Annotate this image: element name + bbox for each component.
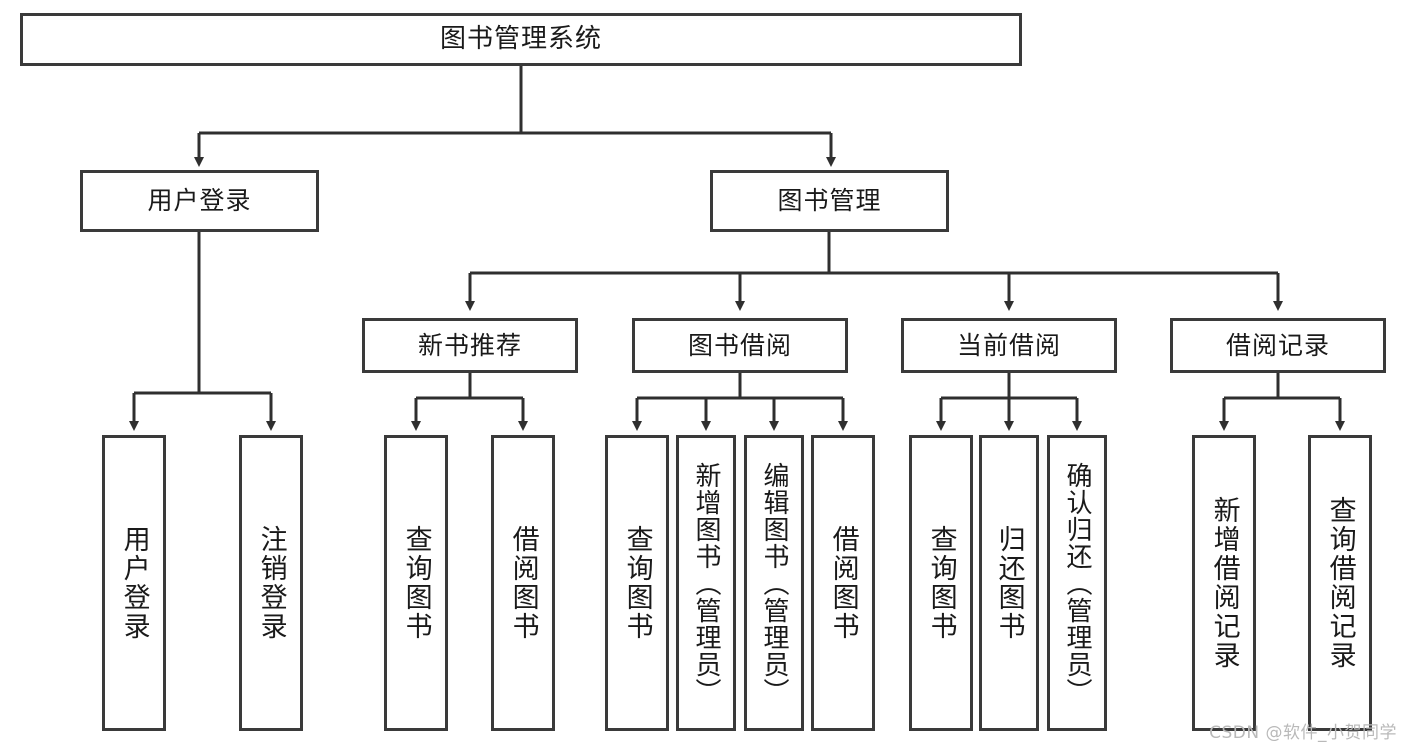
watermark-text: CSDN @软件_小贺同学: [1209, 723, 1397, 743]
leaf-add-borrow-record[interactable]: 新增借阅记录: [1192, 435, 1256, 731]
node-label: 查询图书: [400, 525, 432, 641]
node-label: 当前借阅: [956, 330, 1061, 360]
node-root-system[interactable]: 图书管理系统: [20, 13, 1022, 66]
node-label: 图书管理: [777, 186, 882, 216]
leaf-query-book-new[interactable]: 查询图书: [384, 435, 448, 731]
leaf-return-book[interactable]: 归还图书: [979, 435, 1039, 731]
leaf-query-book[interactable]: 查询图书: [605, 435, 669, 731]
node-label: 注销登录: [255, 525, 287, 641]
node-label: 借阅图书: [507, 525, 539, 641]
node-label: 归还图书: [993, 525, 1025, 641]
node-label: 确认归还（管理员）: [1062, 461, 1093, 705]
node-label: 借阅图书: [827, 525, 859, 641]
node-label: 查询图书: [621, 525, 653, 641]
node-label: 用户登录: [147, 186, 252, 216]
node-label: 新增借阅记录: [1208, 496, 1240, 670]
node-book-borrow[interactable]: 图书借阅: [632, 318, 848, 373]
node-label: 编辑图书（管理员）: [759, 461, 790, 705]
leaf-query-borrow-record[interactable]: 查询借阅记录: [1308, 435, 1372, 731]
node-label: 用户登录: [118, 525, 150, 641]
node-user-login[interactable]: 用户登录: [80, 170, 319, 232]
node-label: 查询图书: [925, 525, 957, 641]
node-borrow-record[interactable]: 借阅记录: [1170, 318, 1386, 373]
leaf-confirm-return-admin[interactable]: 确认归还（管理员）: [1047, 435, 1107, 731]
leaf-borrow-book-new[interactable]: 借阅图书: [491, 435, 555, 731]
node-label: 新增图书（管理员）: [691, 461, 722, 705]
leaf-logout[interactable]: 注销登录: [239, 435, 303, 731]
node-book-management[interactable]: 图书管理: [710, 170, 949, 232]
node-new-book-recommend[interactable]: 新书推荐: [362, 318, 578, 373]
leaf-borrow-book[interactable]: 借阅图书: [811, 435, 875, 731]
leaf-edit-book-admin[interactable]: 编辑图书（管理员）: [744, 435, 804, 731]
node-label: 图书借阅: [687, 330, 792, 360]
node-label: 借阅记录: [1225, 330, 1330, 360]
node-label: 图书管理系统: [439, 24, 602, 55]
leaf-add-book-admin[interactable]: 新增图书（管理员）: [676, 435, 736, 731]
node-label: 新书推荐: [417, 330, 522, 360]
node-label: 查询借阅记录: [1324, 496, 1356, 670]
node-current-borrow[interactable]: 当前借阅: [901, 318, 1117, 373]
leaf-query-book-current[interactable]: 查询图书: [909, 435, 973, 731]
leaf-user-login[interactable]: 用户登录: [102, 435, 166, 731]
